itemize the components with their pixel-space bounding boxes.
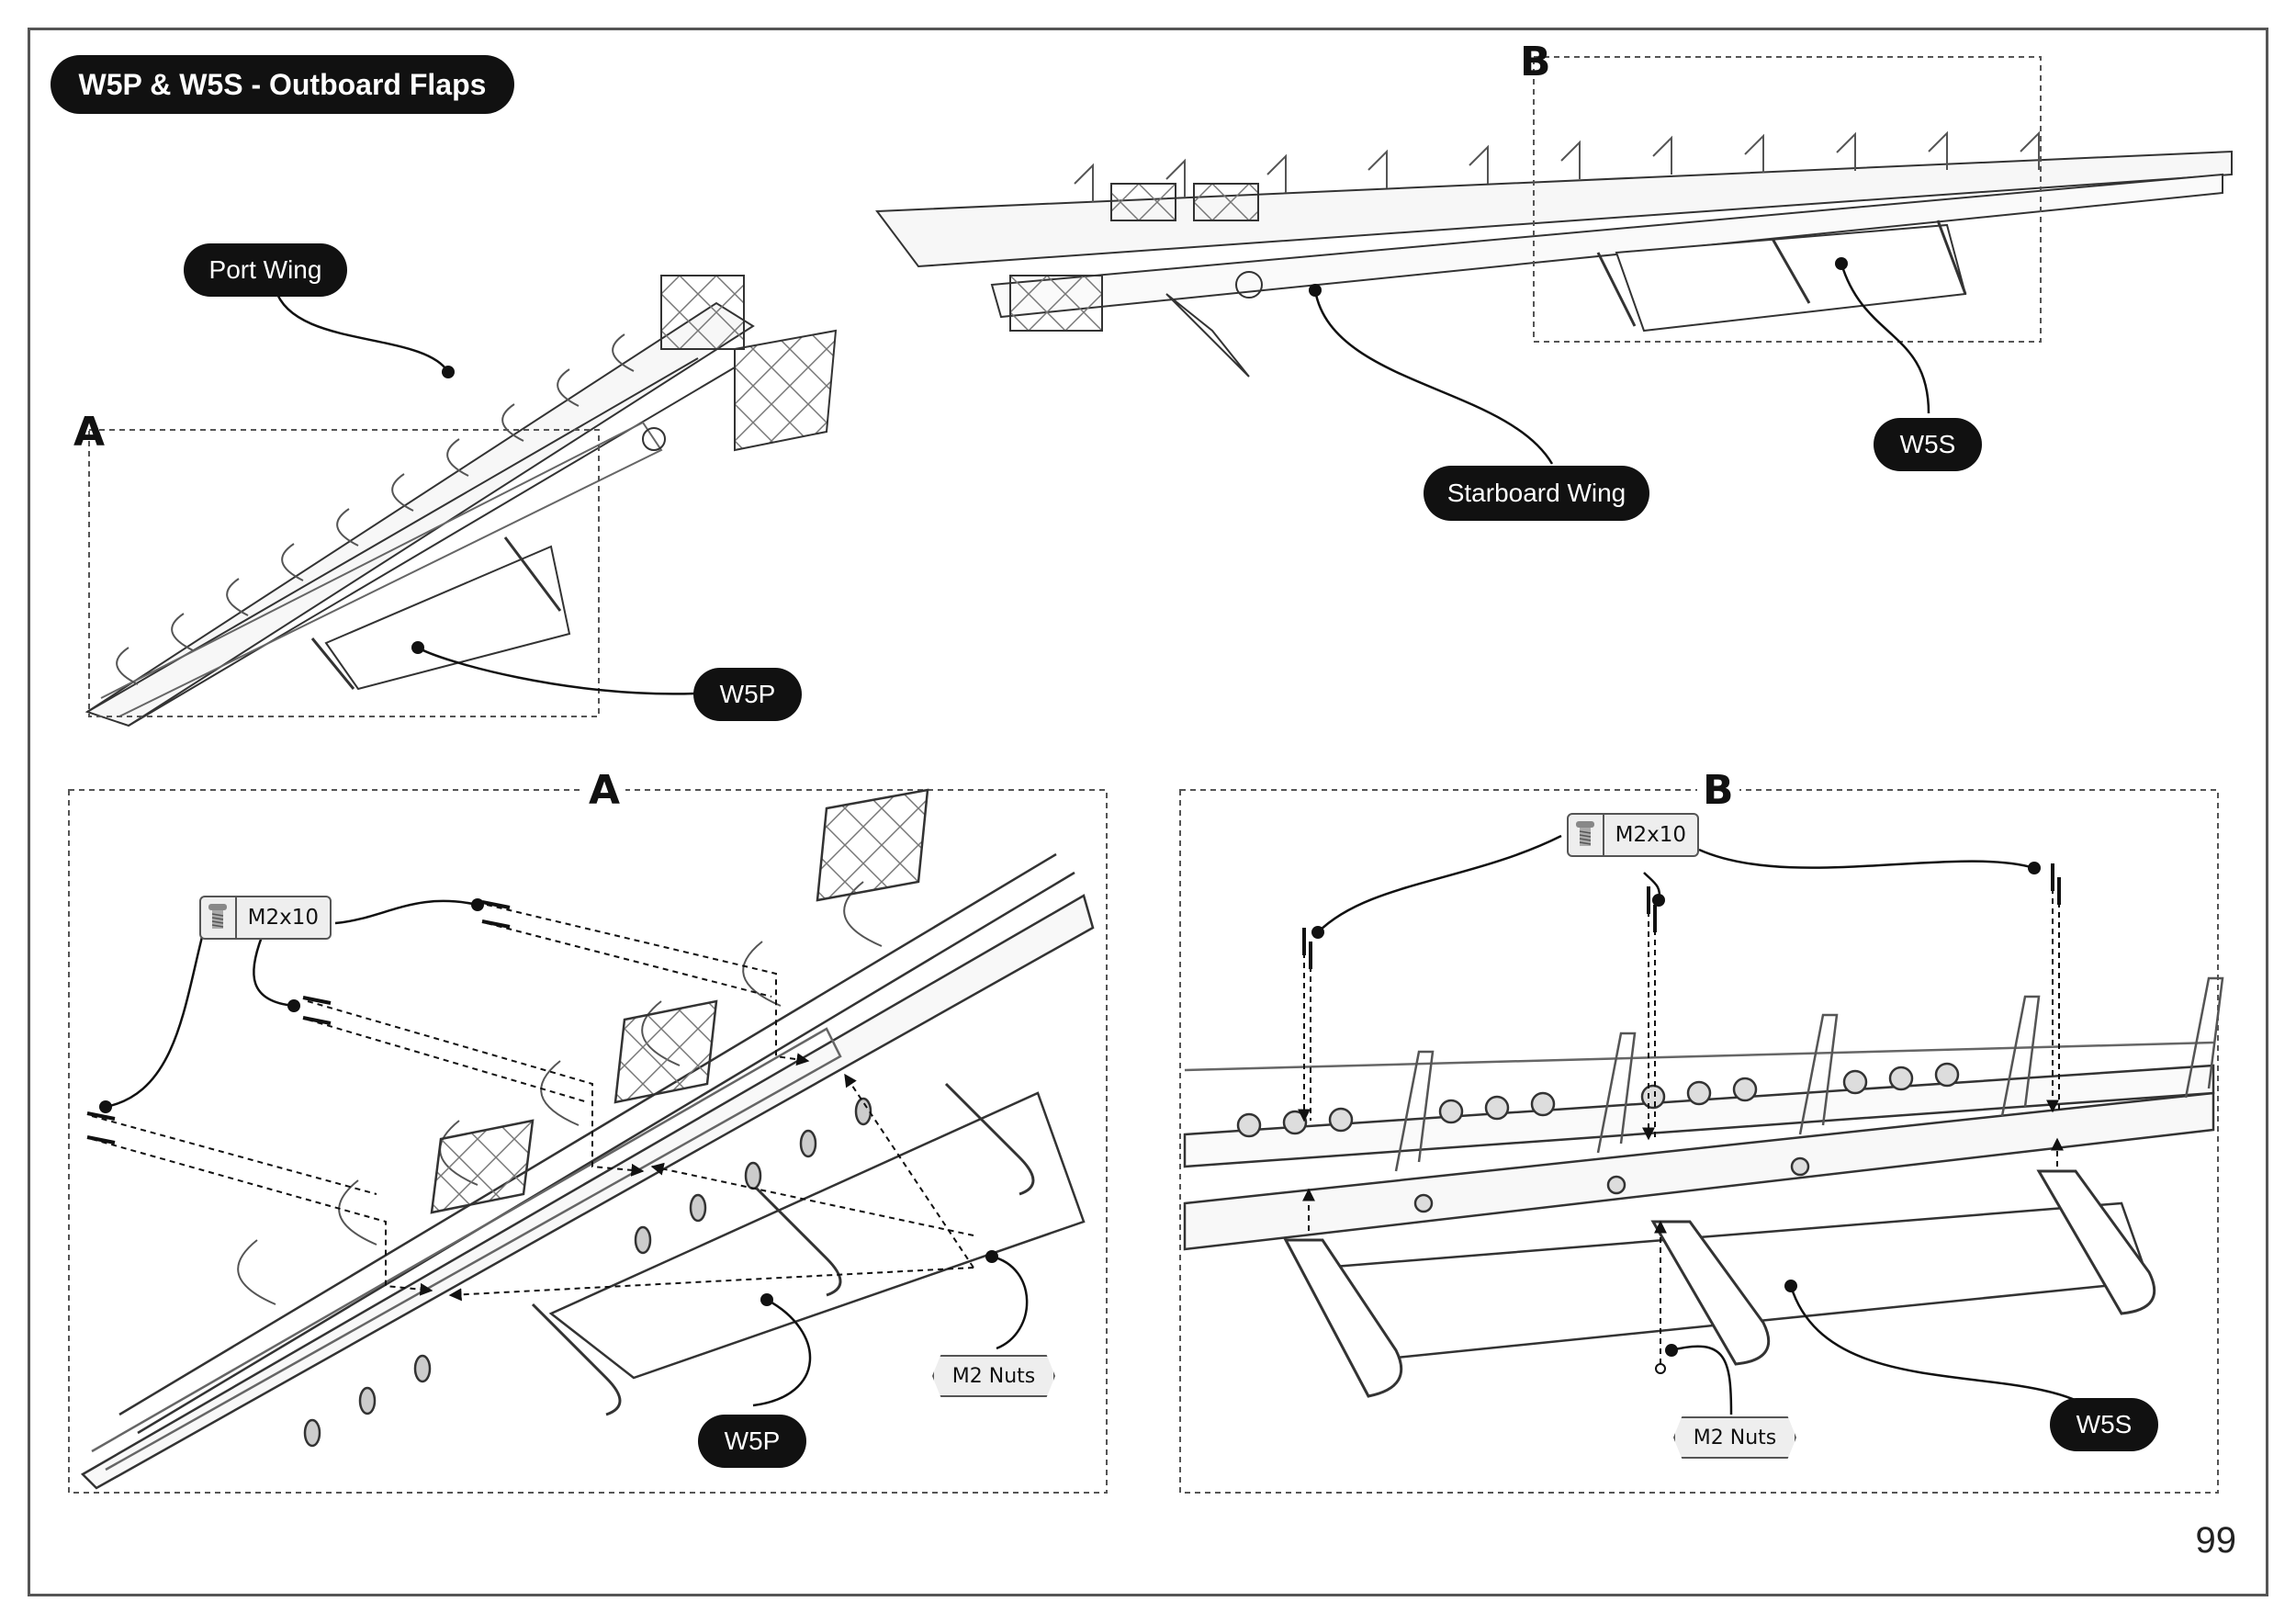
callout-a-detail: A	[583, 767, 626, 814]
callout-a-overview: A	[73, 409, 106, 456]
detail-frame-b-overview	[1533, 56, 2042, 343]
screw-size-label: M2x10	[247, 906, 319, 930]
hardware-nuts-a: M2 Nuts	[932, 1355, 1055, 1397]
screw-size-label: M2x10	[1615, 823, 1686, 847]
detail-a-screw-paths	[91, 904, 974, 1302]
label-w5s-detail: W5S	[2050, 1398, 2158, 1451]
hardware-screw-a: M2x10	[199, 896, 332, 940]
screw-icon	[1569, 815, 1604, 855]
label-w5s-overview: W5S	[1874, 418, 1982, 471]
page-title: W5P & W5S - Outboard Flaps	[51, 55, 514, 114]
callout-b-detail: B	[1697, 767, 1739, 814]
detail-b-screw-paths	[1298, 868, 2064, 1364]
page-border	[28, 28, 2268, 1596]
hardware-nuts-b: M2 Nuts	[1673, 1416, 1796, 1459]
detail-a-wing-structure	[80, 788, 1095, 1490]
label-w5p-detail: W5P	[698, 1415, 806, 1468]
detail-b-screws	[1302, 863, 2061, 969]
label-w5p-overview: W5P	[693, 668, 802, 721]
label-starboard-wing: Starboard Wing	[1424, 466, 1649, 521]
starboard-wing-overview	[875, 130, 2233, 378]
label-port-wing: Port Wing	[184, 243, 347, 297]
page-number: 99	[2195, 1520, 2237, 1561]
screw-icon	[201, 897, 237, 938]
detail-a-screws	[86, 900, 511, 1145]
detail-b-wing-structure	[1183, 976, 2224, 1398]
callout-b-overview: B	[1520, 39, 1551, 85]
port-wing-overview	[84, 275, 838, 727]
detail-frame-a-overview	[88, 429, 600, 717]
hardware-screw-b: M2x10	[1567, 813, 1699, 857]
